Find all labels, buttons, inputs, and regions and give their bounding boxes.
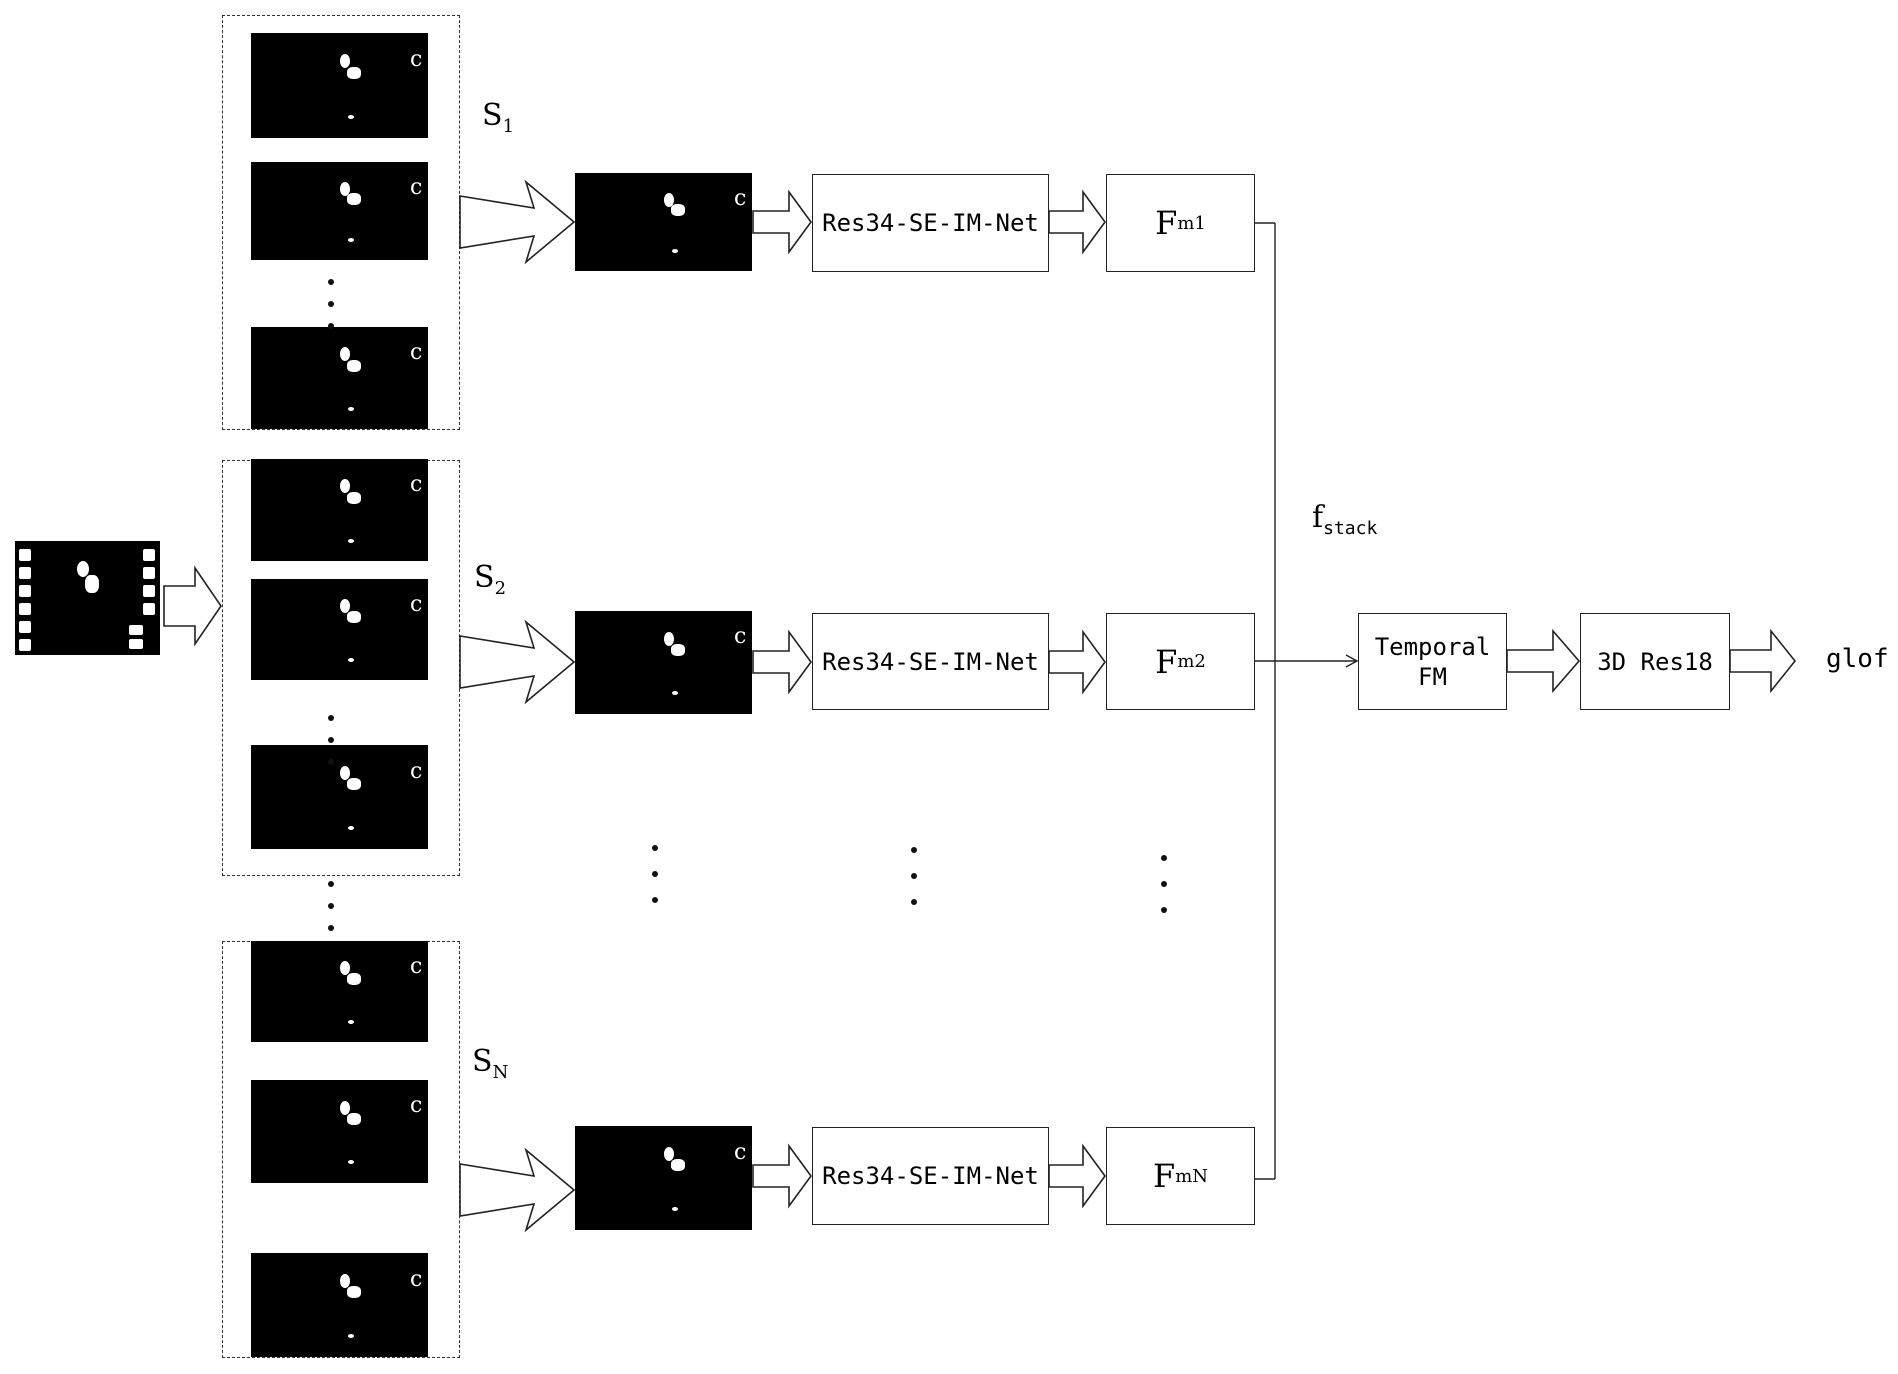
- ellipsis-dot: [328, 715, 334, 721]
- ellipsis-dot: [328, 759, 334, 765]
- video-frame: c: [251, 327, 428, 429]
- frame-to-net-arrow-1: [752, 189, 812, 255]
- res34-se-im-net-box-n: Res34-SE-IM-Net: [812, 1127, 1049, 1225]
- res3d-18-box: 3D Res18: [1580, 613, 1730, 710]
- ellipsis-dot: [1161, 881, 1167, 887]
- segment-1-arrow: [459, 179, 576, 265]
- ellipsis-dot: [1161, 907, 1167, 913]
- ellipsis-dot: [328, 279, 334, 285]
- frame-to-net-arrow-3: [752, 1143, 812, 1209]
- representative-frame: c: [575, 173, 752, 271]
- video-frame: c: [251, 459, 428, 561]
- net-to-feature-arrow-3: [1048, 1143, 1106, 1209]
- representative-frame: c: [575, 611, 752, 714]
- input-to-segments-arrow: [163, 565, 222, 647]
- ellipsis-dot: [328, 737, 334, 743]
- ellipsis-dot: [328, 903, 334, 909]
- representative-frame: c: [575, 1126, 752, 1230]
- video-frame: c: [251, 1080, 428, 1183]
- video-frame: c: [251, 745, 428, 849]
- frame-to-net-arrow-2: [752, 629, 812, 695]
- res3d-to-output-arrow: [1729, 628, 1797, 694]
- segment-label-n: SN: [472, 1044, 509, 1083]
- input-video-film-icon: [15, 541, 160, 655]
- ellipsis-dot: [328, 301, 334, 307]
- output-label: glof: [1826, 644, 1889, 674]
- video-frame: c: [251, 579, 428, 680]
- ellipsis-dot: [911, 873, 917, 879]
- ellipsis-dot: [652, 897, 658, 903]
- ellipsis-dot: [328, 881, 334, 887]
- video-frame: c: [251, 1253, 428, 1357]
- ellipsis-dot: [328, 925, 334, 931]
- segment-2-arrow: [459, 619, 576, 705]
- segment-label-1: S1: [482, 98, 515, 137]
- video-frame: c: [251, 162, 428, 260]
- ellipsis-dot: [911, 899, 917, 905]
- ellipsis-dot: [652, 845, 658, 851]
- stack-arrowhead: [1345, 654, 1359, 668]
- net-to-feature-arrow-1: [1048, 189, 1106, 255]
- res34-se-im-net-box-2: Res34-SE-IM-Net: [812, 613, 1049, 710]
- video-frame: c: [251, 33, 428, 138]
- temporal-to-res3d-arrow: [1506, 628, 1581, 694]
- res34-se-im-net-box-1: Res34-SE-IM-Net: [812, 174, 1049, 272]
- net-to-feature-arrow-2: [1048, 629, 1106, 695]
- video-frame: c: [251, 941, 428, 1042]
- ellipsis-dot: [652, 871, 658, 877]
- segment-n-arrow: [459, 1147, 576, 1233]
- segment-label-2: S2: [474, 560, 507, 599]
- ellipsis-dot: [1161, 855, 1167, 861]
- ellipsis-dot: [328, 323, 334, 329]
- ellipsis-dot: [911, 847, 917, 853]
- stack-label: fstack: [1312, 500, 1378, 539]
